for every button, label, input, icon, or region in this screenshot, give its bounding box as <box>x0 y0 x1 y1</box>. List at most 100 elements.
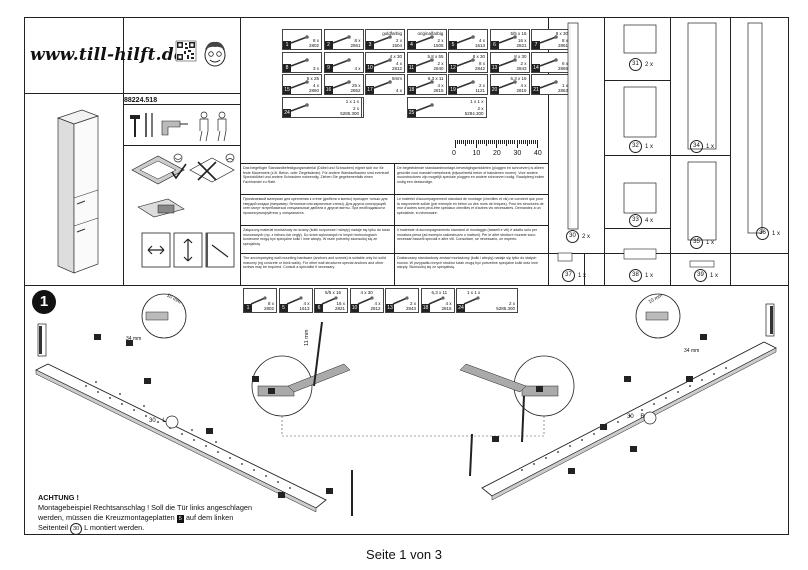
part-code: 2802 <box>308 43 319 48</box>
part-qty: 4 x <box>374 301 381 306</box>
panel-divider <box>604 228 670 229</box>
part-sketch-icon <box>392 296 409 305</box>
ruler-tick <box>477 140 479 144</box>
part-spec: 6,3 x 11 <box>431 290 448 295</box>
ruler-tick <box>528 140 530 144</box>
part-qty: 2 x <box>352 105 359 111</box>
part-number: 2 <box>324 41 333 49</box>
part-spec: 1 x 1 x <box>467 290 481 295</box>
part-number: 18 <box>407 86 416 94</box>
ruler-tick <box>467 140 468 144</box>
panel-quantity: 1 x <box>706 143 715 150</box>
part-number: 8 <box>283 63 291 72</box>
part-qty: 8 x <box>267 301 274 306</box>
panel-number: 30 <box>566 230 579 243</box>
ruler-tick <box>508 140 509 144</box>
row-divider <box>240 253 548 254</box>
ruler-label: 30 <box>513 150 522 157</box>
ruler-tick <box>475 140 477 148</box>
part-number: 10 <box>366 63 374 72</box>
part-sketch-icon <box>373 80 392 89</box>
panel-quantity: 2 x <box>645 61 654 68</box>
panel-number: 36 <box>756 227 769 240</box>
note-ref-5: 5 <box>176 515 184 523</box>
panel-30-right-label: 30 R <box>627 414 655 420</box>
part-number: 25 <box>407 108 416 117</box>
part-code: 2815 <box>433 88 444 93</box>
part-number: 6 <box>315 304 323 312</box>
part-sketch-icon <box>428 296 445 305</box>
ruler-tick <box>489 140 491 144</box>
section-divider <box>24 285 789 286</box>
text-column-divider <box>394 163 395 285</box>
part-sketch-icon <box>286 296 303 305</box>
panel-quantity: 1 x <box>645 272 654 279</box>
panel-30-right-side: R <box>640 414 645 420</box>
part-number: 5 <box>279 304 288 312</box>
ruler-tick <box>532 140 534 144</box>
part-sketch-icon <box>332 57 351 67</box>
part-code: 5285.300 <box>340 110 359 116</box>
part-sketch-icon <box>290 80 309 89</box>
dimension-34mm-right: 34 mm <box>684 348 700 354</box>
part-spec: 5mm <box>392 76 402 81</box>
part-code: 2802 <box>263 306 274 311</box>
part-number: 7 <box>532 41 540 49</box>
ruler-tick <box>510 140 511 144</box>
ruler-tick <box>518 140 520 144</box>
note-line-2b: auf dem linken <box>185 513 234 522</box>
panel-30-left-side: L <box>162 418 166 424</box>
note-line-1: Montagebeispiel Rechtsanschlag ! Soll di… <box>38 503 253 512</box>
ruler-tick <box>522 140 524 144</box>
part-sketch-icon <box>415 35 434 44</box>
instruction-text-ru: Прилагаемый материал для крепления к сте… <box>243 197 388 215</box>
row-divider <box>123 145 240 146</box>
ruler-tick <box>493 140 495 144</box>
part-sketch-icon <box>415 57 434 67</box>
panel-number: 33 <box>629 214 642 227</box>
part-code: 2812 <box>391 65 402 71</box>
part-sketch-icon <box>373 35 392 44</box>
ruler-tick <box>496 140 497 148</box>
part-spec: 5/5 x 16 <box>325 290 342 295</box>
article-number: 88224.518 <box>124 97 158 104</box>
ruler-tick <box>485 140 487 146</box>
part-sketch-icon <box>321 296 338 305</box>
part-code: 2861 <box>350 43 361 48</box>
part-number: 13 <box>490 63 499 72</box>
part-number: 1 <box>244 304 252 312</box>
column-divider <box>240 17 241 285</box>
part-qty: 16 x <box>517 38 527 43</box>
instruction-text-fr: Le matériel d'accompagnement standard de… <box>397 197 544 215</box>
part-quantity: 4 x <box>354 66 360 71</box>
ruler-tick <box>455 140 456 148</box>
tools-icons <box>130 111 227 142</box>
part-number: 24 <box>283 108 291 117</box>
part-number: 10 <box>350 304 359 312</box>
